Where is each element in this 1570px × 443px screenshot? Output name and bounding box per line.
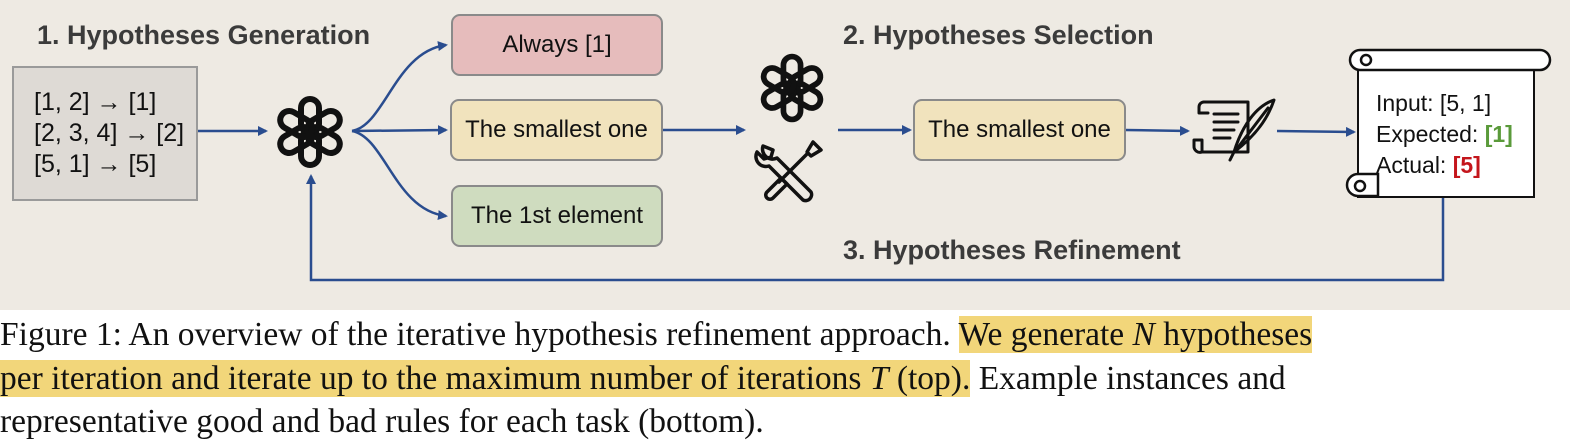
arrow-feedback-loop (306, 174, 1445, 282)
feedback-actual-label: Actual: (1376, 152, 1447, 178)
scroll-icon (1345, 48, 1552, 198)
feedback-actual-row: Actual: [5] (1376, 150, 1513, 181)
feedback-expected-row: Expected: [1] (1376, 119, 1513, 150)
feedback-input: Input: [5, 1] (1376, 90, 1492, 116)
hypothesis-label-2: The smallest one (465, 116, 648, 143)
feedback-expected-label: Expected: (1376, 121, 1479, 147)
selected-hypothesis-label: The smallest one (928, 116, 1111, 143)
caption-hl1a: We generate (958, 316, 1125, 353)
openai-logo-icon-2 (760, 53, 824, 123)
hypothesis-box-2: The smallest one (450, 99, 663, 161)
input-examples-box: [1, 2] → [1] [2, 3, 4] → [2] [5, 1] → [5… (12, 66, 198, 201)
caption-rest2: Example instances and (978, 359, 1286, 397)
feedback-actual-value: [5] (1452, 152, 1481, 178)
caption-prefix: Figure 1: An overview of the iterative h… (0, 316, 951, 353)
hypothesis-box-1: Always [1] (451, 14, 663, 76)
script-quill-icon (1192, 98, 1276, 162)
caption-line-2: per iteration and iterate up to the maxi… (0, 357, 1570, 401)
feedback-expected-value: [1] (1484, 121, 1513, 147)
example-3: [5, 1] → [5] (34, 150, 157, 178)
arrows-layer (198, 41, 1445, 282)
step3-title: 3. Hypotheses Refinement (843, 235, 1181, 265)
arrow-program-to-feedback (1276, 126, 1356, 137)
figure-caption: Figure 1: An overview of the iterative h… (0, 313, 1570, 443)
caption-line-3: representative good and bad rules for ea… (0, 403, 764, 440)
step2-title: 2. Hypotheses Selection (843, 20, 1154, 50)
caption-hl2b: (top). (896, 359, 971, 397)
caption-highlight-1: We generate N hypotheses (958, 316, 1313, 353)
hypothesis-label-3: The 1st element (470, 202, 644, 229)
tools-icon (754, 140, 823, 203)
step1-title: 1. Hypotheses Generation (37, 20, 371, 50)
caption-var-t: T (869, 359, 889, 397)
hypothesis-label-1: Always [1] (502, 31, 612, 58)
openai-logo-icon (277, 96, 343, 168)
example-1: [1, 2] → [1] (34, 88, 157, 116)
arrow-llm-to-hyp2 (351, 125, 448, 136)
arrow-llm-to-hyp1 (351, 41, 448, 133)
caption-hl2a: per iteration and iterate up to the maxi… (0, 359, 862, 397)
hypothesis-box-3: The 1st element (451, 185, 663, 247)
caption-line-1: Figure 1: An overview of the iterative h… (0, 313, 1570, 357)
caption-highlight-2: per iteration and iterate up to the maxi… (0, 359, 971, 397)
caption-var-n: N (1132, 316, 1155, 353)
arrow-selected-to-program (1124, 125, 1190, 136)
example-2: [2, 3, 4] → [2] (34, 119, 185, 147)
selected-hypothesis-box: The smallest one (913, 99, 1126, 161)
feedback-text: Input: [5, 1] Expected: [1] Actual: [5] (1376, 88, 1513, 181)
figure-diagram: 1. Hypotheses Generation 2. Hypotheses S… (0, 0, 1570, 310)
caption-hl1b: hypotheses (1163, 316, 1313, 353)
arrow-llm-to-hyp3 (351, 129, 448, 221)
